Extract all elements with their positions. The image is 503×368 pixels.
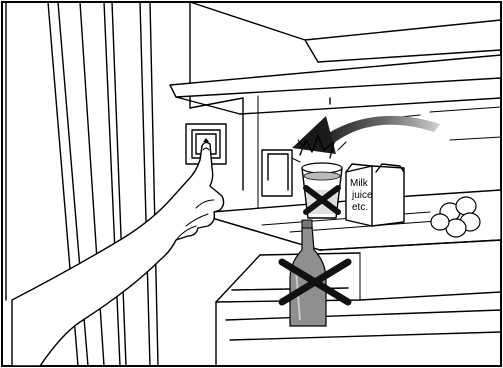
carton-label-line-2: juice [351, 190, 373, 201]
carton-label-line-1: Milk [350, 178, 369, 189]
carton-label-line-3: etc. [352, 202, 368, 213]
milk-carton: Milk juice etc. [346, 164, 404, 226]
water-tank-box [262, 150, 292, 196]
